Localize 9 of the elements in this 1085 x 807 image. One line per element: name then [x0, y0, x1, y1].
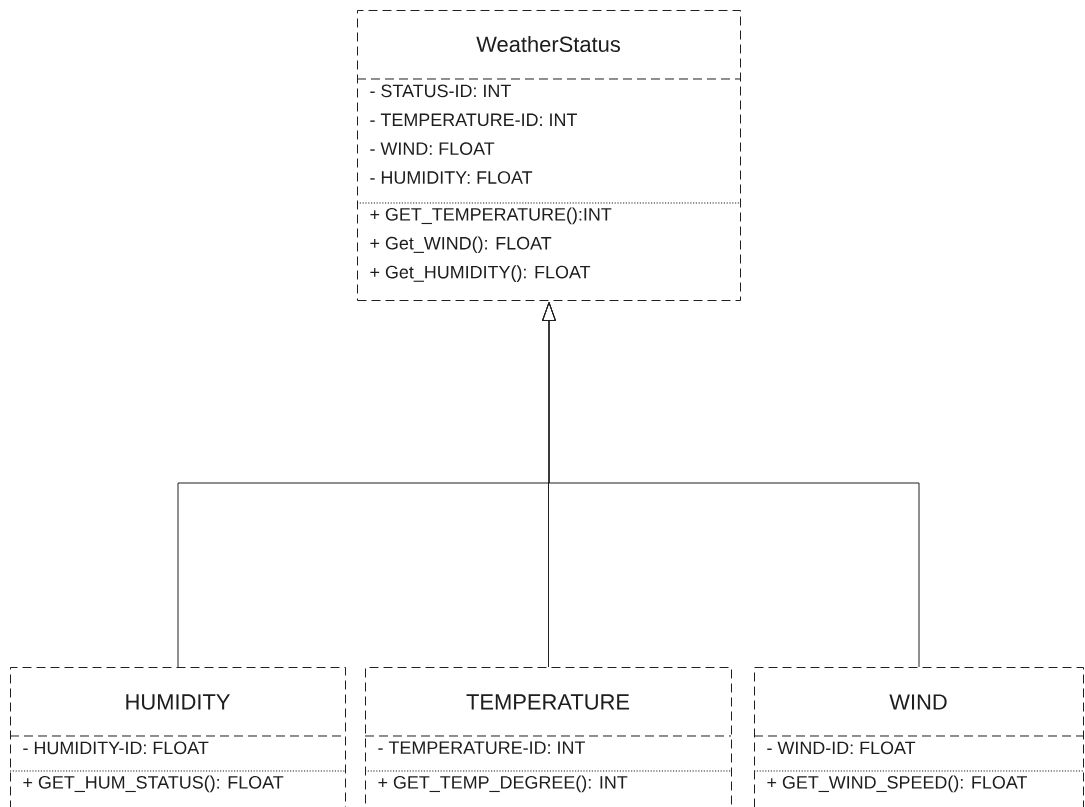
attribute-list: - HUMIDITY-ID: FLOAT — [9, 735, 346, 755]
attribute-list: - WIND-ID: FLOAT — [753, 735, 1084, 755]
method-list: + GET_WIND_SPEED(): FLOAT — [753, 770, 1084, 793]
attribute-list: - STATUS-ID: INT - TEMPERATURE-ID: INT - WIND: FLOAT - HUMIDITY: FLOAT — [356, 78, 741, 184]
inheritance-arrow — [542, 302, 920, 668]
method-list: + GET_HUM_STATUS(): FLOAT — [9, 770, 346, 793]
method-list: + GET_TEMP_DEGREE(): INT — [364, 770, 732, 793]
method-list: + GET_TEMPERATURE():INT + Get_WIND(): FLOAT + Get_HUMIDITY(): FLOAT — [356, 202, 741, 282]
attribute-list: - TEMPERATURE-ID: INT — [364, 735, 732, 754]
